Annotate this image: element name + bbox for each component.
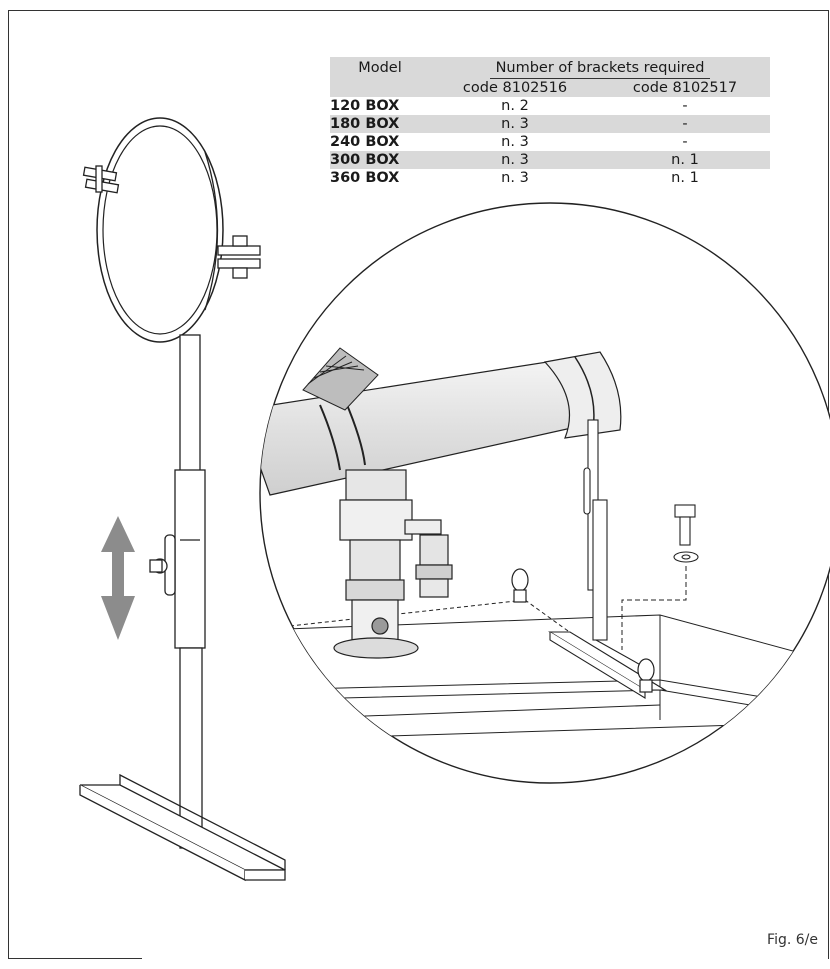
detail-illustration xyxy=(260,347,830,741)
brackets-table: Model Number of brackets required code 8… xyxy=(330,57,770,187)
table-row: 300 BOX n. 3 n. 1 xyxy=(330,151,770,169)
frame-bottom-line xyxy=(8,958,142,959)
code-b-cell: - xyxy=(600,133,770,151)
code-b-cell: - xyxy=(600,97,770,115)
header-group: Number of brackets required xyxy=(430,57,770,79)
model-cell: 240 BOX xyxy=(330,133,430,151)
model-cell: 300 BOX xyxy=(330,151,430,169)
table-row: 120 BOX n. 2 - xyxy=(330,97,770,115)
code-a-cell: n. 3 xyxy=(430,133,600,151)
code-a-cell: n. 2 xyxy=(430,97,600,115)
table-row: 180 BOX n. 3 - xyxy=(330,115,770,133)
model-cell: 180 BOX xyxy=(330,115,430,133)
model-cell: 360 BOX xyxy=(330,169,430,187)
header-code-a: code 8102516 xyxy=(430,79,600,97)
adjustment-arrow-icon xyxy=(101,516,135,640)
table-subheader-row: code 8102516 code 8102517 xyxy=(330,79,770,97)
code-b-cell: n. 1 xyxy=(600,169,770,187)
code-a-cell: n. 3 xyxy=(430,115,600,133)
bracket-illustration xyxy=(79,117,286,882)
header-code-b: code 8102517 xyxy=(600,79,770,97)
code-b-cell: n. 1 xyxy=(600,151,770,169)
code-a-cell: n. 3 xyxy=(430,151,600,169)
model-cell: 120 BOX xyxy=(330,97,430,115)
table-header-row: Model Number of brackets required xyxy=(330,57,770,97)
header-model: Model xyxy=(330,57,430,97)
header-group-label: Number of brackets required xyxy=(489,59,711,79)
table-row: 240 BOX n. 3 - xyxy=(330,133,770,151)
figure-label: Fig. 6/e xyxy=(767,932,818,948)
code-b-cell: - xyxy=(600,115,770,133)
code-a-cell: n. 3 xyxy=(430,169,600,187)
table-row: 360 BOX n. 3 n. 1 xyxy=(330,169,770,187)
